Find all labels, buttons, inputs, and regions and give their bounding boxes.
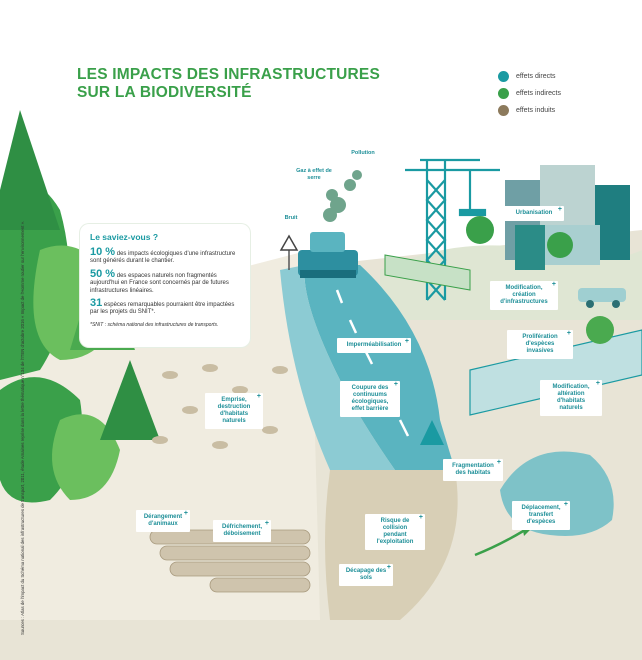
legend-label-induced: effets induits — [516, 107, 556, 114]
label-coupure: Coupure des continuums écologiques, effe… — [340, 381, 400, 417]
legend: effets directs effets indirects effets i… — [498, 68, 561, 119]
title-line-2: SUR LA BIODIVERSITÉ — [77, 84, 252, 101]
fact-3-text: espèces remarquables pourraient être imp… — [90, 302, 235, 316]
label-gaz: Gaz à effet de serre — [296, 168, 332, 181]
smoke-clouds — [323, 170, 362, 222]
road-shoulder — [280, 265, 395, 470]
label-defrichement: Défrichement, déboisement+ — [213, 520, 271, 542]
label-modification-alteration: Modification, altération d'habitats natu… — [540, 380, 602, 416]
info-footnote: *SNIT : schéma national des infrastructu… — [90, 321, 219, 328]
plus-icon: + — [386, 564, 391, 571]
trees-right — [466, 216, 614, 344]
fact-2: 50 % des espaces naturels non fragmentés… — [90, 267, 240, 295]
tree-stumps — [152, 364, 288, 449]
warning-sign — [279, 234, 299, 270]
label-deplacement-text: Déplacement, transfert d'espèces — [521, 505, 561, 525]
label-modification-creation-text: Modification, création d'infrastructures — [500, 285, 548, 305]
label-urbanisation: Urbanisation + — [504, 206, 564, 221]
label-emprise: Emprise, destruction d'habitats naturels… — [205, 393, 263, 429]
fact-3: 31 espèces remarquables pourraient être … — [90, 297, 240, 317]
label-coupure-text: Coupure des continuums écologiques, effe… — [351, 385, 389, 412]
plus-icon: + — [183, 510, 188, 517]
plus-icon: + — [393, 381, 398, 388]
fact-1-value: 10 % — [90, 246, 116, 258]
plus-icon: + — [557, 206, 562, 213]
plus-icon: + — [563, 501, 568, 508]
fact-1-text: des impacts écologiques d'une infrastruc… — [90, 251, 236, 265]
legend-label-indirect: effets indirects — [516, 90, 562, 97]
label-proliferation: Prolifération d'espèces invasives + — [507, 330, 573, 359]
label-defrichement-text: Défrichement, déboisement — [221, 524, 262, 537]
plus-icon: + — [496, 459, 501, 466]
machine — [298, 232, 358, 278]
legend-item-direct: effets directs — [498, 68, 561, 85]
plus-icon: + — [256, 393, 261, 400]
plus-icon: + — [566, 330, 571, 337]
plus-icon: + — [404, 338, 409, 345]
label-urbanisation-text: Urbanisation — [515, 210, 553, 216]
displacement-arrow — [474, 528, 526, 557]
legend-dot-indirect — [498, 88, 509, 99]
label-impermeabilisation-text: Imperméabilisation — [346, 342, 402, 348]
fence-left — [384, 254, 471, 291]
fact-1: 10 % des impacts écologiques d'une infra… — [90, 246, 240, 266]
info-title: Le saviez-vous ? — [90, 232, 159, 242]
label-proliferation-text: Prolifération d'espèces invasives — [522, 334, 558, 354]
label-fragmentation-text: Fragmentation des habitats — [452, 463, 494, 476]
label-derangement-text: Dérangement d'animaux — [143, 514, 183, 527]
plus-icon: + — [551, 281, 556, 288]
fence-right — [469, 329, 642, 416]
sources-credit: Sources : Atlas de l'impact du Schéma na… — [20, 220, 25, 635]
title-line-1: LES IMPACTS DES INFRASTRUCTURES — [77, 66, 381, 83]
label-risque: Risque de collision pendant l'exploitati… — [365, 514, 425, 550]
car — [578, 288, 626, 308]
plus-icon: + — [595, 380, 600, 387]
traffic-cone — [420, 420, 444, 445]
label-decapage: Décapage des sols+ — [339, 564, 393, 586]
road — [304, 265, 455, 470]
legend-item-indirect: effets indirects — [498, 85, 561, 102]
label-deplacement: Déplacement, transfert d'espèces+ — [512, 501, 570, 530]
label-impermeabilisation: Imperméabilisation+ — [337, 338, 411, 353]
fact-2-value: 50 % — [90, 267, 116, 280]
label-emprise-text: Emprise, destruction d'habitats naturels — [217, 397, 251, 424]
legend-label-direct: effets directs — [516, 73, 556, 80]
fact-2-text: des espaces naturels non fragmentés aujo… — [90, 272, 229, 294]
fact-3-value: 31 — [90, 297, 103, 310]
label-derangement: Dérangement d'animaux+ — [136, 510, 190, 532]
plus-icon: + — [264, 520, 269, 527]
label-fragmentation: Fragmentation des habitats+ — [443, 459, 503, 481]
label-modification-alteration-text: Modification, altération d'habitats natu… — [552, 384, 590, 411]
info-box: Le saviez-vous ? 10 % des impacts écolog… — [80, 224, 250, 347]
legend-dot-direct — [498, 71, 509, 82]
page-title: LES IMPACTS DES INFRASTRUCTURES SUR LA B… — [77, 66, 380, 102]
label-risque-text: Risque de collision pendant l'exploitati… — [376, 518, 414, 545]
label-decapage-text: Décapage des sols — [345, 568, 387, 581]
label-modification-creation: Modification, création d'infrastructures… — [490, 281, 558, 310]
label-bruit: Bruit — [284, 215, 298, 221]
label-pollution: Pollution — [351, 150, 375, 156]
legend-item-induced: effets induits — [498, 102, 561, 119]
legend-dot-induced — [498, 105, 509, 116]
plus-icon: + — [418, 514, 423, 521]
